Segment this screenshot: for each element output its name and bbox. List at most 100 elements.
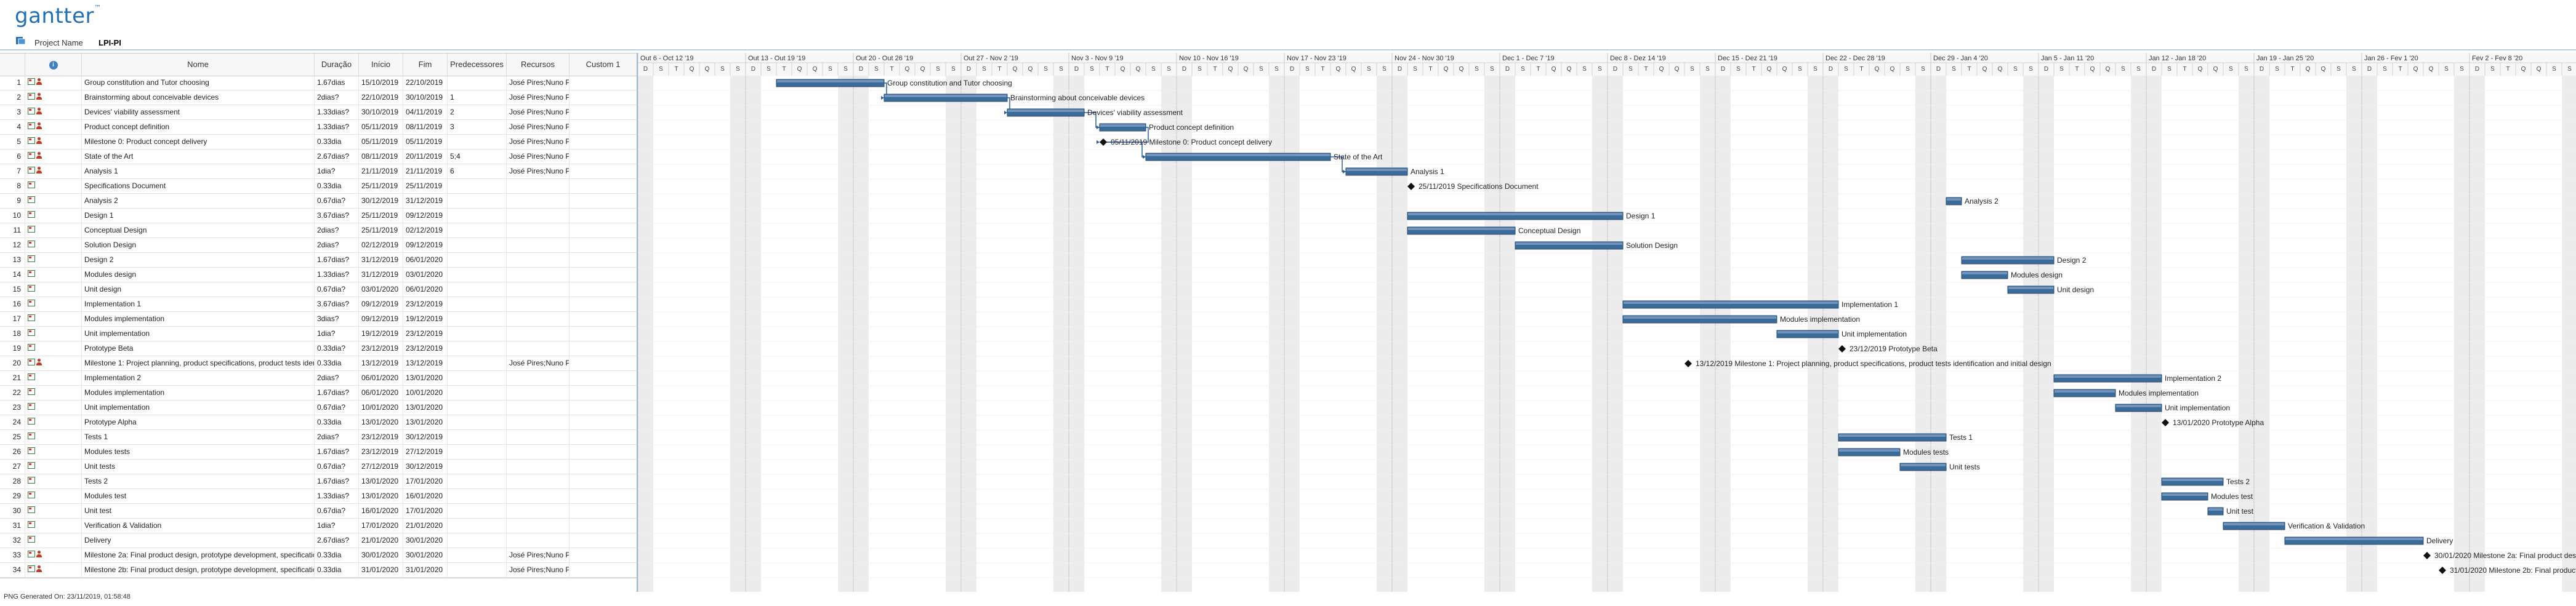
start-date-cell[interactable]: 21/01/2020 [358,533,403,548]
custom1-cell[interactable] [569,312,637,326]
task-name-cell[interactable]: Modules implementation [81,386,314,400]
task-notes-icon[interactable] [28,108,35,114]
duration-cell[interactable]: 2.67dias? [314,533,358,548]
task-notes-icon[interactable] [28,447,35,454]
resources-cell[interactable]: José Pires;Nuno P [506,135,569,149]
duration-cell[interactable]: 1.67dias? [314,253,358,267]
custom1-cell[interactable] [569,430,637,444]
task-notes-icon[interactable] [28,551,35,557]
task-notes-icon[interactable] [28,211,35,218]
resources-cell[interactable] [506,179,569,193]
predecessors-cell[interactable]: 2 [447,105,506,119]
duration-cell[interactable]: 3dias? [314,312,358,326]
custom1-cell[interactable] [569,194,637,208]
row-number-cell[interactable]: 18 [12,329,21,338]
row-number-cell[interactable]: 24 [12,418,21,426]
start-date-cell[interactable]: 30/12/2019 [358,194,403,208]
task-name-cell[interactable]: Tests 1 [81,430,314,444]
duration-cell[interactable]: 2dias? [314,223,358,237]
start-date-cell[interactable]: 10/01/2020 [358,401,403,415]
task-notes-icon[interactable] [28,122,35,129]
duration-cell[interactable]: 1.67dias? [314,386,358,400]
predecessors-cell[interactable] [447,341,506,356]
task-notes-icon[interactable] [28,403,35,410]
row-number-cell[interactable]: 5 [17,137,21,146]
task-notes-icon[interactable] [28,329,35,336]
row-number-cell[interactable]: 17 [12,314,21,323]
resources-cell[interactable] [506,268,569,282]
resources-cell[interactable] [506,519,569,533]
predecessors-cell[interactable] [447,474,506,488]
task-name-cell[interactable]: Devices' viability assessment [81,105,314,119]
row-number-cell[interactable]: 9 [17,196,21,205]
start-date-cell[interactable]: 15/10/2019 [358,76,403,90]
custom1-cell[interactable] [569,90,637,105]
resources-cell[interactable] [506,194,569,208]
custom1-cell[interactable] [569,253,637,267]
predecessors-cell[interactable] [447,371,506,385]
start-date-cell[interactable]: 13/01/2020 [358,474,403,488]
custom1-cell[interactable] [569,341,637,356]
row-number-cell[interactable]: 13 [12,255,21,264]
predecessors-cell[interactable] [447,415,506,429]
start-date-cell[interactable]: 23/12/2019 [358,341,403,356]
resources-cell[interactable] [506,460,569,474]
milestone-marker[interactable] [1100,138,1107,146]
start-date-cell[interactable]: 13/01/2020 [358,415,403,429]
end-date-cell[interactable]: 17/01/2020 [403,474,447,488]
custom1-cell[interactable] [569,105,637,119]
task-name-cell[interactable]: Unit tests [81,460,314,474]
resources-cell[interactable] [506,489,569,503]
row-number-cell[interactable]: 23 [12,403,21,412]
end-date-cell[interactable]: 31/01/2020 [403,563,447,577]
duration-cell[interactable]: 1dia? [314,327,358,341]
task-notes-icon[interactable] [28,433,35,439]
resources-cell[interactable]: José Pires;Nuno P [506,120,569,134]
resources-cell[interactable] [506,297,569,311]
row-number-cell[interactable]: 28 [12,477,21,485]
task-notes-icon[interactable] [28,285,35,292]
duration-cell[interactable]: 1.33dias? [314,489,358,503]
task-notes-icon[interactable] [28,418,35,425]
row-number-cell[interactable]: 22 [12,388,21,397]
end-date-cell[interactable]: 13/01/2020 [403,401,447,415]
row-number-cell[interactable]: 30 [12,506,21,515]
resources-cell[interactable]: José Pires;Nuno P [506,563,569,577]
task-name-cell[interactable]: Modules implementation [81,312,314,326]
header-info[interactable]: i [25,54,81,76]
row-number-cell[interactable]: 33 [12,551,21,559]
end-date-cell[interactable]: 30/01/2020 [403,548,447,562]
custom1-cell[interactable] [569,297,637,311]
task-notes-icon[interactable] [28,373,35,380]
predecessors-cell[interactable]: 6 [447,164,506,178]
task-notes-icon[interactable] [28,241,35,247]
start-date-cell[interactable]: 30/01/2020 [358,548,403,562]
predecessors-cell[interactable]: 5;4 [447,150,506,164]
resources-cell[interactable]: José Pires;Nuno P [506,150,569,164]
resources-cell[interactable]: José Pires;Nuno P [506,356,569,370]
end-date-cell[interactable]: 09/12/2019 [403,238,447,252]
predecessors-cell[interactable] [447,253,506,267]
task-name-cell[interactable]: Modules design [81,268,314,282]
predecessors-cell[interactable] [447,548,506,562]
task-name-cell[interactable]: Implementation 1 [81,297,314,311]
duration-cell[interactable]: 2dias? [314,371,358,385]
resources-cell[interactable] [506,415,569,429]
start-date-cell[interactable]: 31/12/2019 [358,253,403,267]
row-number-cell[interactable]: 6 [17,152,21,161]
resources-cell[interactable] [506,371,569,385]
end-date-cell[interactable]: 21/11/2019 [403,164,447,178]
row-number-cell[interactable]: 7 [17,167,21,175]
row-number-cell[interactable]: 20 [12,359,21,367]
milestone-marker[interactable] [2439,567,2446,574]
predecessors-cell[interactable] [447,445,506,459]
